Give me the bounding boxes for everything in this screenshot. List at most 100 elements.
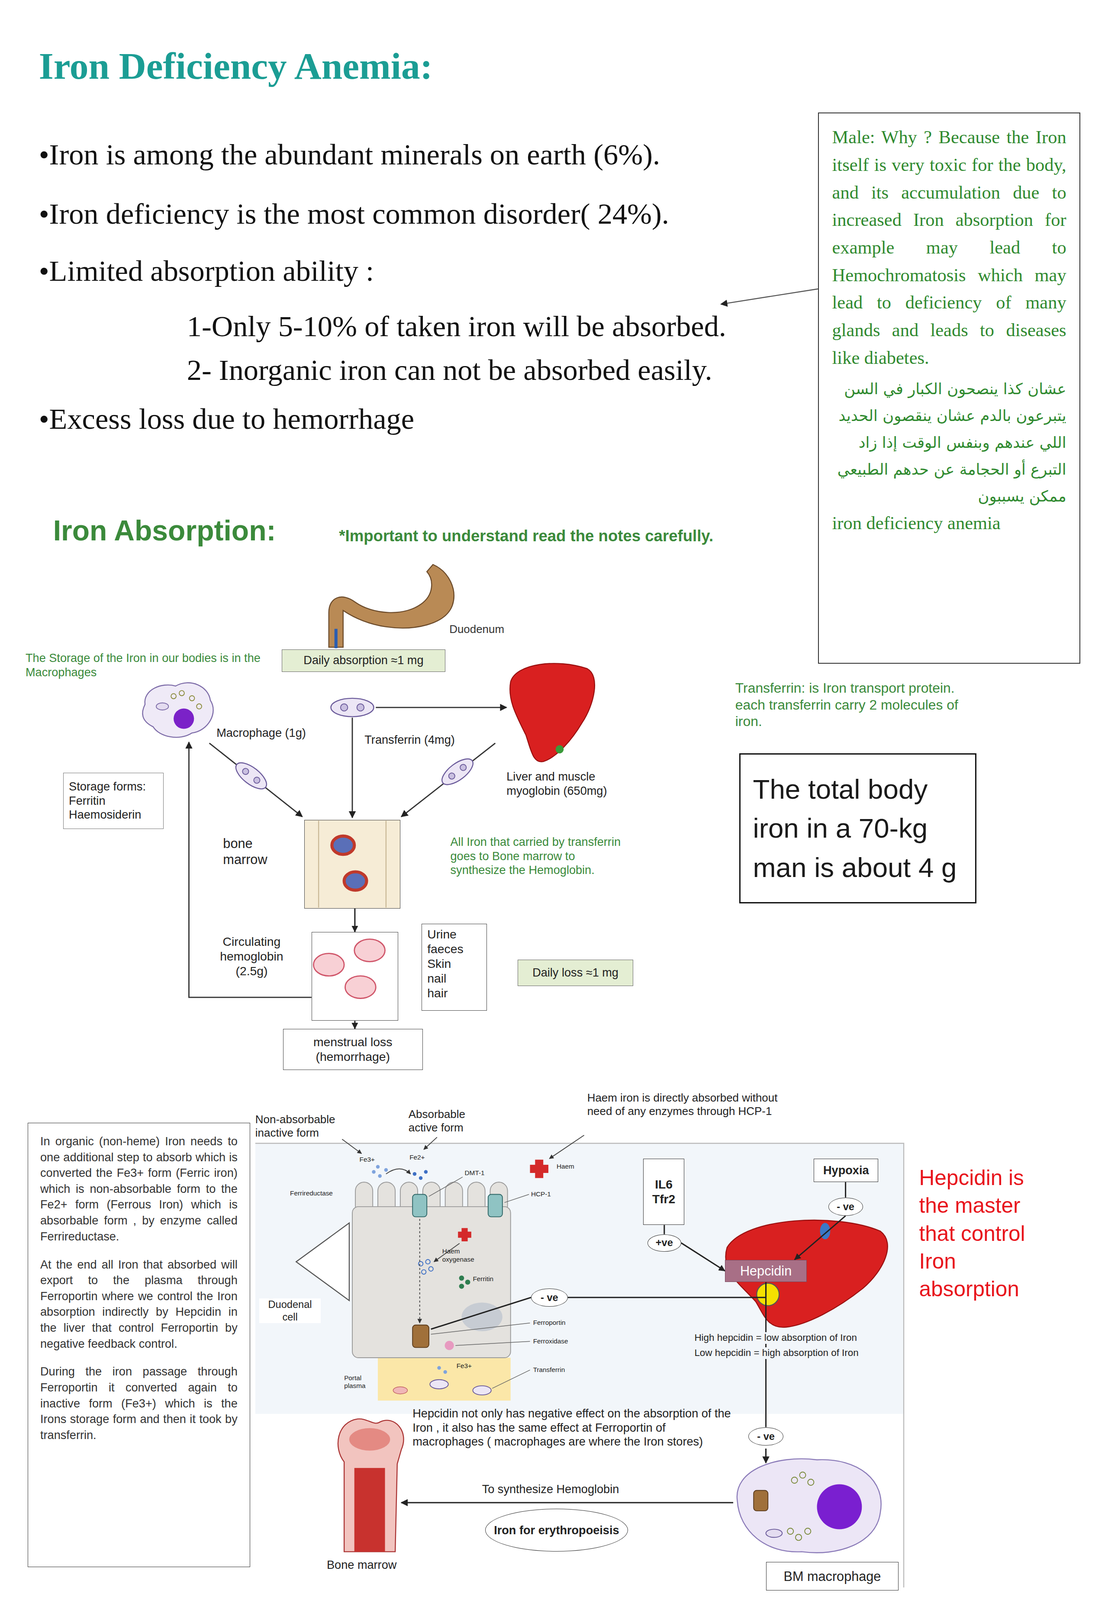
leader-line bbox=[492, 1370, 530, 1389]
label-frame: Low hepcidin = high absorption of Iron bbox=[694, 1347, 859, 1360]
leader-line bbox=[721, 289, 819, 305]
label-text: 1-Only 5-10% of taken iron will be absor… bbox=[186, 308, 727, 345]
macrophage-illustration bbox=[179, 690, 185, 696]
liver-illustration bbox=[555, 745, 564, 754]
label-text: Transferrin bbox=[533, 1366, 566, 1375]
label-frame: •Iron is among the abundant minerals on … bbox=[38, 136, 661, 173]
node-text: Male: Why ? Because the Iron itself is v… bbox=[832, 123, 1067, 372]
label-frame: Non-absorbable inactive form bbox=[255, 1113, 368, 1141]
macrophage-illustration bbox=[795, 1534, 802, 1541]
label-text: High hepcidin = low absorption of Iron bbox=[694, 1332, 857, 1345]
cell-arrow bbox=[549, 1135, 584, 1160]
transferrin-illustration bbox=[231, 758, 271, 794]
label-text: Duodenum bbox=[449, 622, 505, 637]
bone-marrow-illustration bbox=[344, 872, 367, 891]
label-text: Fe2+ bbox=[409, 1153, 425, 1162]
label-frame: •Iron deficiency is the most common diso… bbox=[38, 196, 670, 232]
panel-ground bbox=[255, 1143, 904, 1588]
label-frame: Portal plasma bbox=[344, 1374, 366, 1391]
label-frame: *Important to understand read the notes … bbox=[338, 526, 714, 546]
bone-illustration bbox=[338, 1419, 404, 1553]
bone-illustration bbox=[354, 1468, 386, 1553]
panel-ground bbox=[255, 1143, 904, 1415]
label-frame: DMT-1 bbox=[464, 1169, 485, 1178]
label-frame: HCP-1 bbox=[531, 1190, 551, 1199]
leader-line bbox=[428, 1177, 531, 1389]
transferrin-illustration bbox=[231, 758, 271, 794]
red-cell-illustration bbox=[313, 939, 385, 999]
connector bbox=[354, 908, 356, 933]
control-line bbox=[401, 1502, 734, 1505]
macrophage-illustration bbox=[807, 1479, 814, 1486]
control-line bbox=[765, 1449, 767, 1464]
bone-marrow-illustration bbox=[385, 821, 387, 909]
macrophage-illustration bbox=[791, 1477, 798, 1484]
macrophage-illustration bbox=[189, 695, 195, 702]
hemoglobin-box: Circulating hemoglobin (2.5g) bbox=[311, 932, 399, 1022]
enterocyte-illustration bbox=[465, 1280, 471, 1286]
label-frame: The Storage of the Iron in our bodies is… bbox=[25, 651, 281, 680]
label-frame: Bone marrow bbox=[326, 1558, 397, 1573]
label-text: Haem iron is directly absorbed without n… bbox=[587, 1091, 797, 1119]
label-frame: Absorbable active form bbox=[408, 1108, 496, 1135]
loss-box: menstrual loss (hemorrhage) bbox=[283, 1029, 423, 1070]
label-text: Hepcidin not only has negative effect on… bbox=[412, 1407, 738, 1450]
label-text: Haem bbox=[556, 1162, 575, 1171]
label-frame: To synthesize Hemoglobin bbox=[482, 1482, 620, 1498]
label-text: 2- Inorganic iron can not be absorbed ea… bbox=[186, 352, 713, 388]
enterocyte-illustration bbox=[371, 1170, 376, 1174]
label-text: All Iron that carried by transferrin goe… bbox=[450, 835, 622, 878]
label-text: Fe3+ bbox=[456, 1362, 472, 1371]
label-text: •Iron is among the abundant minerals on … bbox=[38, 136, 661, 173]
bone-illustration bbox=[338, 1419, 404, 1553]
enterocyte-illustration bbox=[488, 1194, 503, 1218]
label-frame: 1-Only 5-10% of taken iron will be absor… bbox=[186, 308, 727, 345]
bone-marrow-illustration bbox=[304, 820, 401, 909]
label-frame: Hepcidin not only has negative effect on… bbox=[412, 1407, 738, 1450]
label-text: Duodenal cell bbox=[259, 1298, 321, 1324]
label-frame: •Limited absorption ability : bbox=[38, 253, 374, 289]
loss-route-box: Urine faeces Skin nail hair bbox=[421, 924, 487, 1012]
macrophage-illustration bbox=[787, 1528, 794, 1535]
label-text: HCP-1 bbox=[531, 1190, 551, 1199]
signal-box: IL6 Tfr2 bbox=[643, 1159, 684, 1226]
label-frame: •Excess loss due to hemorrhage bbox=[38, 401, 415, 437]
enterocyte-illustration bbox=[428, 1267, 433, 1272]
transferrin-illustration bbox=[357, 704, 365, 712]
label-frame: Haem oxygenase bbox=[442, 1247, 475, 1264]
effect-oval: - ve bbox=[828, 1198, 864, 1217]
outside-label: Circulating hemoglobin (2.5g) bbox=[219, 934, 284, 980]
label-text: Bone marrow bbox=[326, 1558, 397, 1573]
cell-arrow bbox=[386, 1169, 411, 1175]
amount-box: Daily loss ≈1 mg bbox=[517, 959, 634, 987]
stomach-illustration bbox=[334, 628, 338, 649]
enterocyte-illustration bbox=[418, 1262, 423, 1267]
stomach-illustration bbox=[328, 564, 455, 648]
enterocyte-illustration bbox=[376, 1165, 380, 1170]
note-box: In organic (non-heme) Iron needs to one … bbox=[27, 1123, 251, 1568]
bone-marrow-box: bone marrow bbox=[304, 820, 401, 909]
macrophage-illustration bbox=[804, 1528, 811, 1535]
label-frame: Liver and muscle myoglobin (650mg) bbox=[506, 769, 645, 799]
label-text: To synthesize Hemoglobin bbox=[482, 1482, 620, 1498]
node-text: iron deficiency anemia bbox=[832, 509, 1067, 538]
label-frame: Ferroportin bbox=[533, 1319, 566, 1328]
label-frame: Haem iron is directly absorbed without n… bbox=[587, 1091, 797, 1119]
node-text: Storage forms: Ferritin Haemosiderin bbox=[68, 779, 158, 823]
node-text: Daily loss ≈1 mg bbox=[532, 966, 619, 981]
transferrin-illustration bbox=[241, 767, 250, 777]
label-frame: Fe3+ bbox=[456, 1362, 472, 1371]
connector bbox=[681, 1243, 725, 1272]
flow-arrow bbox=[351, 718, 354, 819]
node-text: Hypoxia bbox=[823, 1163, 870, 1179]
node-text: - ve bbox=[836, 1201, 855, 1214]
signal-box: Hypoxia bbox=[813, 1159, 879, 1183]
label-text: Ferroportin bbox=[533, 1319, 566, 1328]
label-text: *Important to understand read the notes … bbox=[338, 526, 714, 546]
macrophage-illustration bbox=[817, 1484, 863, 1530]
red-cell-illustration bbox=[313, 953, 345, 977]
connector bbox=[567, 1282, 767, 1298]
leader-line bbox=[455, 1341, 530, 1346]
